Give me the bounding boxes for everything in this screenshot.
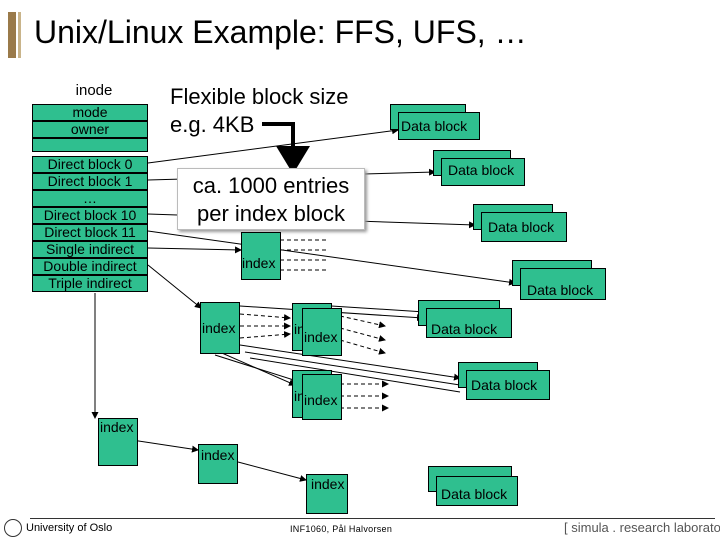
sub-index-dashed-2 xyxy=(339,327,386,342)
sub-index-dashed-1 xyxy=(339,315,386,329)
index-block-triple-level2: index xyxy=(198,444,238,484)
pointer-single-indirect-line xyxy=(147,246,242,254)
index-block-single: index xyxy=(241,232,281,280)
block-size-callout-arrowhead xyxy=(276,146,310,174)
index-block-triple-level1: index xyxy=(98,418,138,466)
triple-index2-to-index3-line xyxy=(237,461,307,482)
data-block-direct-10: Data block xyxy=(481,212,567,242)
double-to-sub-index-line-2 xyxy=(214,349,296,386)
double-index-dashed-3 xyxy=(239,330,291,339)
sub-index2-to-data-3 xyxy=(249,357,461,393)
inode-pointer-double-indirect: Double indirect xyxy=(32,258,148,275)
lab-footer: [ simula . research laboratory ] xyxy=(564,520,720,535)
inode-pointer-direct-10: Direct block 10 xyxy=(32,207,148,224)
data-block-direct-0: Data block xyxy=(398,112,480,140)
data-block-triple: Data block xyxy=(436,476,518,506)
slide-title: Unix/Linux Example: FFS, UFS, … xyxy=(34,14,527,50)
pointer-direct-11-line xyxy=(147,230,516,286)
inode-pointer-direct-0: Direct block 0 xyxy=(32,156,148,173)
inode-field-owner: owner xyxy=(32,121,148,138)
block-size-callout-arrow xyxy=(262,122,295,146)
inode-pointer-direct-11: Direct block 11 xyxy=(32,224,148,241)
inode-pointer-single-indirect: Single indirect xyxy=(32,241,148,258)
index-block-triple-level3: index xyxy=(306,474,348,514)
inode-pointer-direct-1: Direct block 1 xyxy=(32,173,148,190)
index-block-double-level2: index xyxy=(302,308,342,356)
inode-table: mode owner Direct block 0 Direct block 1… xyxy=(32,104,148,292)
inode-heading: inode xyxy=(75,82,113,99)
entries-per-index-note: ca. 1000 entries per index block xyxy=(177,168,365,230)
inode-pointer-ellipsis: … xyxy=(32,190,148,207)
pointer-double-indirect-line xyxy=(147,264,202,309)
sub-index-dashed-3 xyxy=(339,339,386,355)
data-block-direct-11: Data block xyxy=(520,268,606,300)
university-seal-icon xyxy=(4,519,22,537)
course-footer: INF1060, Pål Halvorsen xyxy=(290,524,393,534)
double-index-dashed-1 xyxy=(239,313,291,322)
index-block-double-level1: index xyxy=(200,302,240,354)
title-accent-bar xyxy=(8,12,16,58)
inode-pointer-triple-indirect: Triple indirect xyxy=(32,275,148,292)
data-block-double-2: Data block xyxy=(466,370,550,400)
inode-field-blank xyxy=(32,138,148,152)
sub-index2-to-data-2 xyxy=(244,351,461,386)
flexible-block-size-note: Flexible block size e.g. 4KB xyxy=(170,84,349,137)
data-block-direct-1: Data block xyxy=(441,158,525,186)
sub-index2-to-data-1 xyxy=(239,344,461,381)
title-accent-bar-light xyxy=(18,12,21,58)
pointer-direct-0-line xyxy=(147,127,399,164)
university-logo: University of Oslo xyxy=(4,519,112,537)
inode-field-mode: mode xyxy=(32,104,148,121)
footer-divider xyxy=(30,518,715,519)
data-block-double: Data block xyxy=(426,308,512,338)
index-block-double-level2b: index xyxy=(302,374,342,420)
